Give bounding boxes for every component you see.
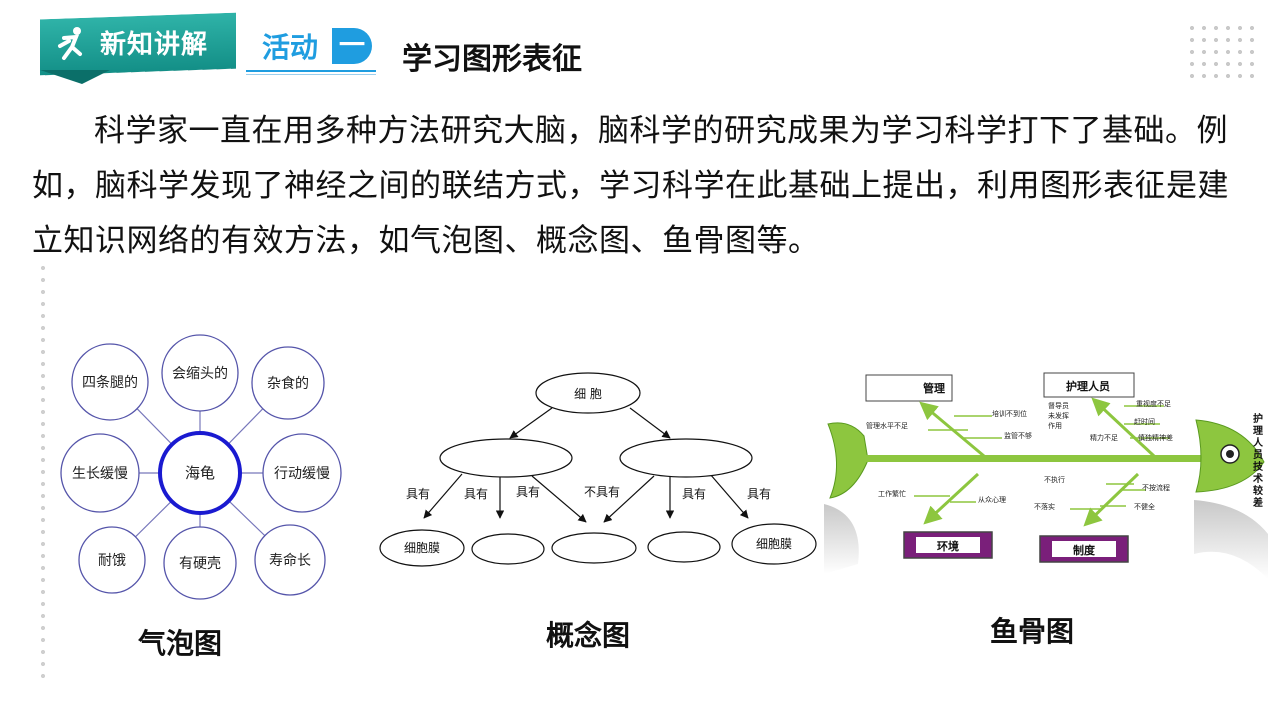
activity-number: 一 (332, 28, 372, 64)
fishbone-cause: 慎独精神差 (1138, 433, 1173, 442)
activity-underline (246, 70, 376, 72)
running-person-icon (58, 27, 82, 60)
bubble-label: 杂食的 (267, 375, 309, 392)
bubble-label: 有硬壳 (179, 555, 221, 572)
fishbone-head-char: 人 (1253, 436, 1264, 449)
fishbone-cause: 赶时间 (1134, 417, 1155, 426)
bubble-center-label: 海龟 (185, 464, 215, 482)
fishbone-cause: 重视度不足 (1136, 399, 1171, 408)
fishbone-cause: 作用 (1048, 421, 1062, 430)
fishbone-cause: 监管不够 (1004, 431, 1032, 440)
concept-edge-label: 具有 (516, 485, 540, 499)
concept-root: 细 胞 (574, 387, 602, 401)
dot-grid-decoration (1186, 22, 1258, 80)
section-title: 学习图形表征 (402, 42, 582, 77)
concept-leaf: 细胞膜 (756, 537, 792, 551)
fishbone-head-char: 理 (1253, 425, 1263, 437)
fishbone-cause: 从众心理 (978, 496, 1006, 504)
concept-map: 细 胞 具有 具有 具有 不具有 具有 具有 细胞膜 细胞膜 (379, 372, 817, 567)
concept-edge-label: 不具有 (584, 485, 620, 499)
fishbone-cause: 不执行 (1044, 475, 1065, 484)
concept-edge-label: 具有 (747, 487, 771, 501)
activity-underline-thin (246, 74, 376, 75)
fishbone-head-char: 术 (1252, 472, 1263, 485)
fishbone-cause: 督导员 (1048, 401, 1069, 410)
bubble-center (158, 431, 242, 515)
fishbone-box-label: 护理人员 (1066, 379, 1110, 393)
fishbone-cause: 管理水平不足 (866, 421, 908, 430)
fishbone-head-char: 较 (1253, 484, 1263, 497)
header-badge-tail (40, 70, 110, 84)
concept-edge-label: 具有 (464, 487, 488, 501)
bubble-label: 生长缓慢 (72, 465, 128, 482)
fishbone-head-char: 技 (1253, 460, 1264, 473)
fishbone-head-char: 差 (1253, 496, 1263, 509)
concept-map-caption: 概念图 (546, 619, 631, 652)
fishbone-box-label: 制度 (1073, 543, 1096, 557)
dotted-divider (40, 262, 46, 682)
fishbone-head-char: 员 (1253, 449, 1263, 461)
bubble-label: 行动缓慢 (274, 465, 330, 482)
bubble-map-caption: 气泡图 (138, 627, 223, 660)
fishbone-caption: 鱼骨图 (990, 615, 1075, 648)
fishbone-head-char: 护 (1253, 412, 1263, 425)
activity-label: 活动 (262, 31, 319, 64)
fishbone-cause: 未发挥 (1048, 411, 1069, 420)
bubble-label: 寿命长 (269, 552, 311, 569)
fishbone-box-label: 管理 (923, 381, 945, 395)
concept-leaf: 细胞膜 (404, 541, 440, 555)
badge-text: 新知讲解 (100, 30, 209, 60)
fishbone-cause: 精力不足 (1090, 433, 1118, 442)
fishbone-cause: 不按流程 (1142, 483, 1170, 492)
intro-paragraph: 科学家一直在用多种方法研究大脑，脑科学的研究成果为学习科学打下了基础。例如，脑科… (32, 113, 1229, 259)
fishbone-cause: 不健全 (1134, 502, 1155, 511)
bubble-map: 海龟 四条腿的 会缩头的 杂食的 生长缓慢 行动缓慢 耐饿 有硬壳 寿命长 (60, 334, 342, 600)
fishbone-cause: 培训不到位 (992, 409, 1027, 418)
concept-edge-label: 具有 (682, 487, 706, 501)
fishbone-cause: 不落实 (1034, 502, 1055, 511)
concept-edge-label: 具有 (406, 487, 430, 501)
fishbone-box-label: 环境 (937, 539, 959, 553)
bubble-label: 耐饿 (98, 553, 126, 569)
fishbone-cause: 工作繁忙 (878, 489, 906, 498)
bubble-label: 四条腿的 (82, 374, 138, 391)
fishbone-diagram: 管理 护理人员 环境 制度 培训不到位 管理水平不足 监管不够 督导员 未发挥 … (824, 372, 1268, 579)
bubble-label: 会缩头的 (172, 366, 228, 382)
